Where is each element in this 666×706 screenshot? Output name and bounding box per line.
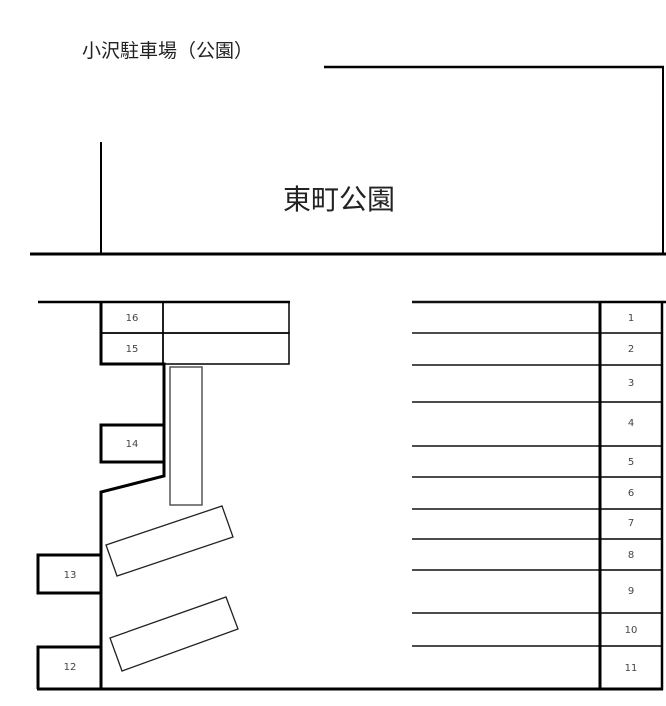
parking-slot-2[interactable]: 2 bbox=[600, 344, 662, 366]
right-lane-lines bbox=[412, 300, 600, 647]
parking-lot-title: 小沢駐車場（公園） bbox=[82, 40, 254, 62]
slot-number: 5 bbox=[628, 457, 634, 468]
parking-slot-14[interactable]: 14 bbox=[99, 423, 164, 464]
parking-slot-13[interactable]: 13 bbox=[36, 553, 101, 595]
parking-slot-6[interactable]: 6 bbox=[600, 488, 662, 510]
parking-slot-11[interactable]: 11 bbox=[625, 663, 638, 674]
vertical-obstacle bbox=[169, 366, 203, 506]
slot-number: 2 bbox=[628, 344, 634, 355]
slot-number: 6 bbox=[628, 488, 634, 499]
slot-number: 16 bbox=[126, 313, 139, 324]
slot-number: 3 bbox=[628, 378, 634, 389]
parking-slot-1[interactable]: 1 bbox=[600, 313, 662, 334]
slot-number: 12 bbox=[64, 662, 77, 673]
right-slot-column bbox=[598, 300, 666, 691]
slot-number: 14 bbox=[126, 439, 139, 450]
slot-extension bbox=[162, 301, 290, 365]
parking-slot-9[interactable]: 9 bbox=[600, 586, 662, 614]
parking-slot-8[interactable]: 8 bbox=[600, 550, 662, 571]
slot-number: 4 bbox=[628, 418, 634, 429]
slot-number: 15 bbox=[126, 344, 139, 355]
parking-slot-12[interactable]: 12 bbox=[36, 645, 101, 689]
slot-number: 9 bbox=[628, 586, 634, 597]
slot-number: 8 bbox=[628, 550, 634, 561]
parking-slot-15[interactable]: 15 bbox=[100, 332, 164, 365]
lot-boundary-left bbox=[37, 300, 601, 691]
slot-number: 7 bbox=[628, 518, 634, 529]
parking-slot-3[interactable]: 3 bbox=[600, 378, 662, 403]
park-label: 東町公園 bbox=[283, 183, 396, 216]
diagonal-obstacle-lower bbox=[109, 596, 239, 672]
slot-number: 10 bbox=[625, 625, 638, 636]
parking-slot-5[interactable]: 5 bbox=[600, 457, 662, 478]
slot-number: 11 bbox=[625, 663, 638, 674]
slot-number: 1 bbox=[628, 313, 634, 324]
parking-slot-4[interactable]: 4 bbox=[600, 418, 662, 447]
slot-number: 13 bbox=[64, 570, 77, 581]
diagonal-obstacle-upper bbox=[105, 505, 234, 577]
parking-slot-10[interactable]: 10 bbox=[600, 625, 662, 647]
parking-slot-7[interactable]: 7 bbox=[600, 518, 662, 540]
park-outline bbox=[30, 65, 666, 256]
parking-slot-16[interactable]: 16 bbox=[100, 301, 164, 334]
